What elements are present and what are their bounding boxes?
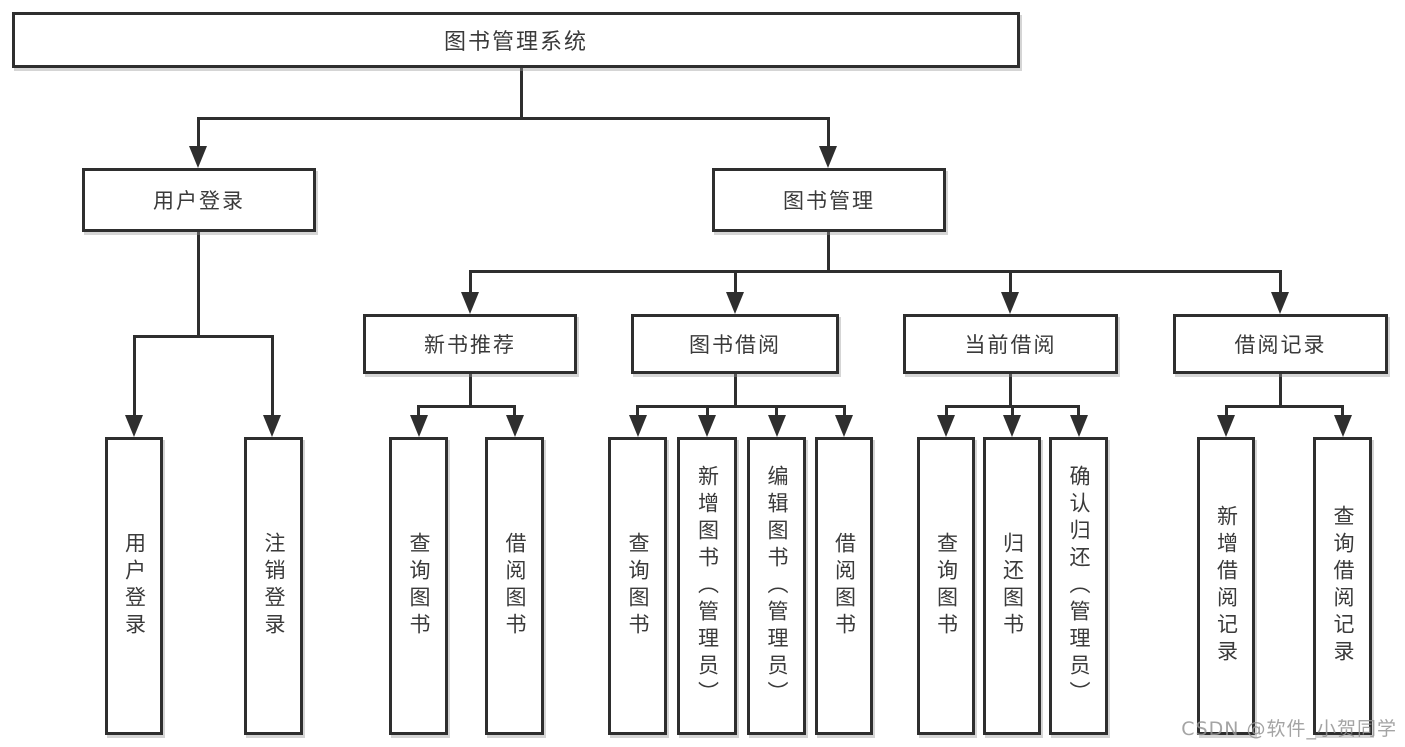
connector [734, 270, 737, 294]
connector [417, 405, 516, 408]
leaf-confirm-return-admin: 确认归还（管理员） [1049, 437, 1108, 735]
arrow-head [461, 292, 479, 314]
connector [1279, 270, 1282, 294]
leaf-label: 注销登录 [262, 532, 286, 640]
leaf-query-books-borrowing: 查询图书 [608, 437, 667, 735]
connector [469, 374, 472, 407]
node-user-login: 用户登录 [82, 168, 316, 232]
leaf-label: 新增借阅记录 [1214, 505, 1239, 667]
connector [469, 270, 472, 294]
node-book-management: 图书管理 [712, 168, 946, 232]
csdn-watermark: CSDN @软件_小贺同学 [1181, 718, 1397, 740]
leaf-label: 查询图书 [626, 532, 650, 640]
node-label: 用户登录 [153, 189, 245, 213]
node-current-borrowing: 当前借阅 [903, 314, 1118, 374]
leaf-label: 查询借阅记录 [1331, 505, 1355, 667]
connector [197, 117, 200, 147]
arrow-head [726, 292, 744, 314]
connector [843, 405, 846, 417]
arrow-head [125, 415, 143, 437]
arrow-head [835, 415, 853, 437]
leaf-borrow-books-recommend: 借阅图书 [485, 437, 544, 735]
node-borrowing-records: 借阅记录 [1173, 314, 1388, 374]
connector [469, 270, 1282, 273]
connector [133, 335, 274, 338]
leaf-edit-books-admin: 编辑图书（管理员） [747, 437, 806, 735]
arrow-head [263, 415, 281, 437]
node-label: 图书管理 [783, 189, 875, 213]
node-label: 借阅记录 [1234, 333, 1327, 357]
leaf-label: 查询图书 [407, 532, 431, 640]
leaf-label: 借阅图书 [832, 532, 857, 640]
connector [417, 405, 420, 417]
connector [513, 405, 516, 417]
connector [827, 117, 830, 147]
connector [1341, 405, 1344, 417]
arrow-head [819, 146, 837, 168]
connector [1279, 374, 1282, 407]
connector [133, 335, 136, 416]
arrow-head [506, 415, 524, 437]
node-label: 当前借阅 [964, 333, 1057, 357]
arrow-head [937, 415, 955, 437]
leaf-label: 查询图书 [934, 532, 959, 640]
leaf-logout: 注销登录 [244, 437, 303, 735]
leaf-label: 编辑图书（管理员） [765, 464, 789, 708]
leaf-query-borrow-record: 查询借阅记录 [1313, 437, 1372, 735]
arrow-head [1070, 415, 1088, 437]
connector [1009, 270, 1012, 294]
arrow-head [1217, 415, 1235, 437]
connector [636, 405, 639, 417]
connector [827, 232, 830, 273]
connector [1009, 374, 1012, 407]
arrow-head [1001, 292, 1019, 314]
leaf-label: 用户登录 [122, 532, 147, 640]
node-label: 图书借阅 [689, 333, 781, 357]
arrow-head [1334, 415, 1352, 437]
connector [271, 335, 274, 416]
connector [945, 405, 948, 417]
connector [1077, 405, 1080, 417]
node-new-book-recommendation: 新书推荐 [363, 314, 577, 374]
node-library-management-system: 图书管理系统 [12, 12, 1020, 68]
connector [706, 405, 709, 417]
leaf-user-login: 用户登录 [105, 437, 163, 735]
leaf-add-books-admin: 新增图书（管理员） [677, 437, 737, 735]
connector [1225, 405, 1344, 408]
leaf-label: 新增图书（管理员） [695, 464, 720, 708]
leaf-add-borrow-record: 新增借阅记录 [1197, 437, 1255, 735]
leaf-borrow-books: 借阅图书 [815, 437, 873, 735]
connector [775, 405, 778, 417]
node-label: 图书管理系统 [443, 30, 588, 55]
connector [734, 374, 737, 407]
arrow-head [1003, 415, 1021, 437]
arrow-head [768, 415, 786, 437]
leaf-label: 归还图书 [1000, 532, 1025, 640]
connector [1225, 405, 1228, 417]
connector [520, 68, 523, 120]
arrow-head [189, 146, 207, 168]
connector [636, 405, 845, 408]
connector [197, 232, 200, 338]
arrow-head [698, 415, 716, 437]
arrow-head [1271, 292, 1289, 314]
leaf-query-books-current: 查询图书 [917, 437, 975, 735]
arrow-head [410, 415, 428, 437]
node-book-borrowing: 图书借阅 [631, 314, 839, 374]
connector [197, 117, 830, 120]
node-label: 新书推荐 [424, 333, 516, 357]
leaf-query-books-recommend: 查询图书 [389, 437, 448, 735]
connector [1011, 405, 1014, 417]
leaf-label: 借阅图书 [503, 532, 527, 640]
leaf-return-books: 归还图书 [983, 437, 1041, 735]
leaf-label: 确认归还（管理员） [1067, 464, 1091, 708]
arrow-head [629, 415, 647, 437]
